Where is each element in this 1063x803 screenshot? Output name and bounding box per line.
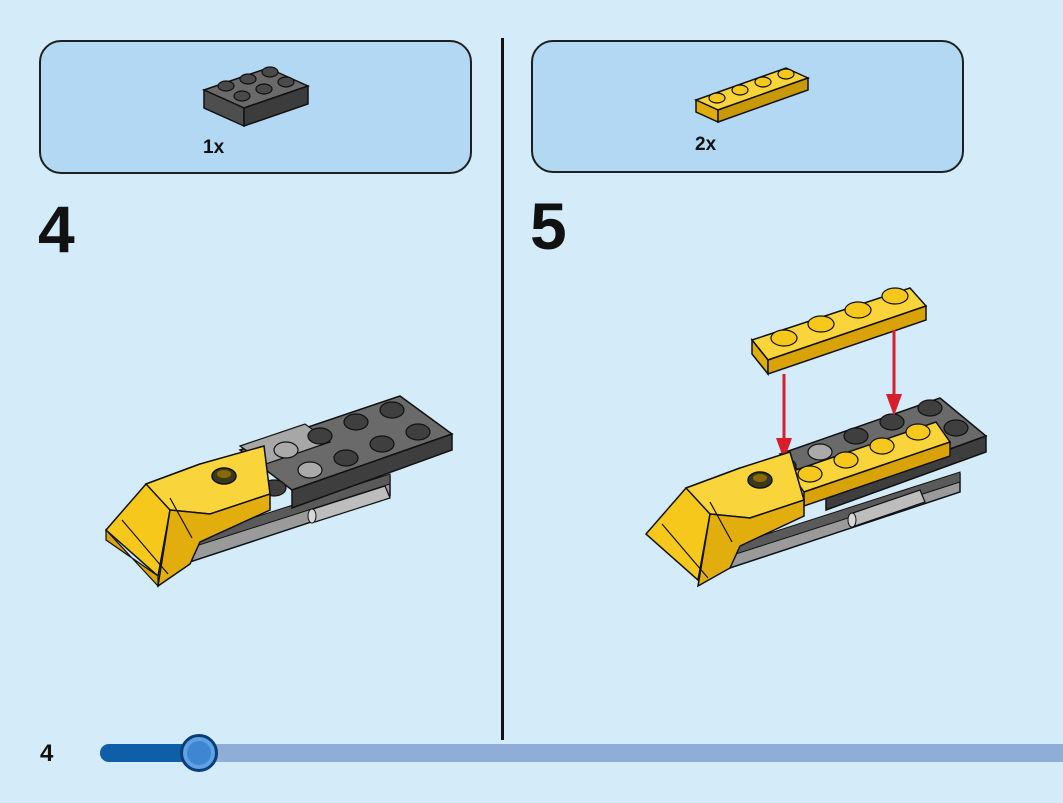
step-4-model-illustration	[104, 395, 454, 588]
page-number: 4	[40, 740, 54, 767]
part-quantity: 2x	[695, 134, 717, 155]
progress-track	[100, 744, 1063, 762]
progress-marker	[180, 734, 218, 772]
step-divider	[501, 38, 504, 740]
yellow-plate-icon	[694, 67, 810, 124]
step-number: 4	[38, 192, 75, 266]
part-quantity: 1x	[203, 137, 225, 158]
step-number: 5	[530, 189, 567, 263]
placement-arrow	[776, 330, 902, 460]
dark-gray-plate-icon	[201, 66, 311, 128]
progress-fill	[100, 744, 196, 762]
step-5-model-illustration	[644, 287, 988, 588]
